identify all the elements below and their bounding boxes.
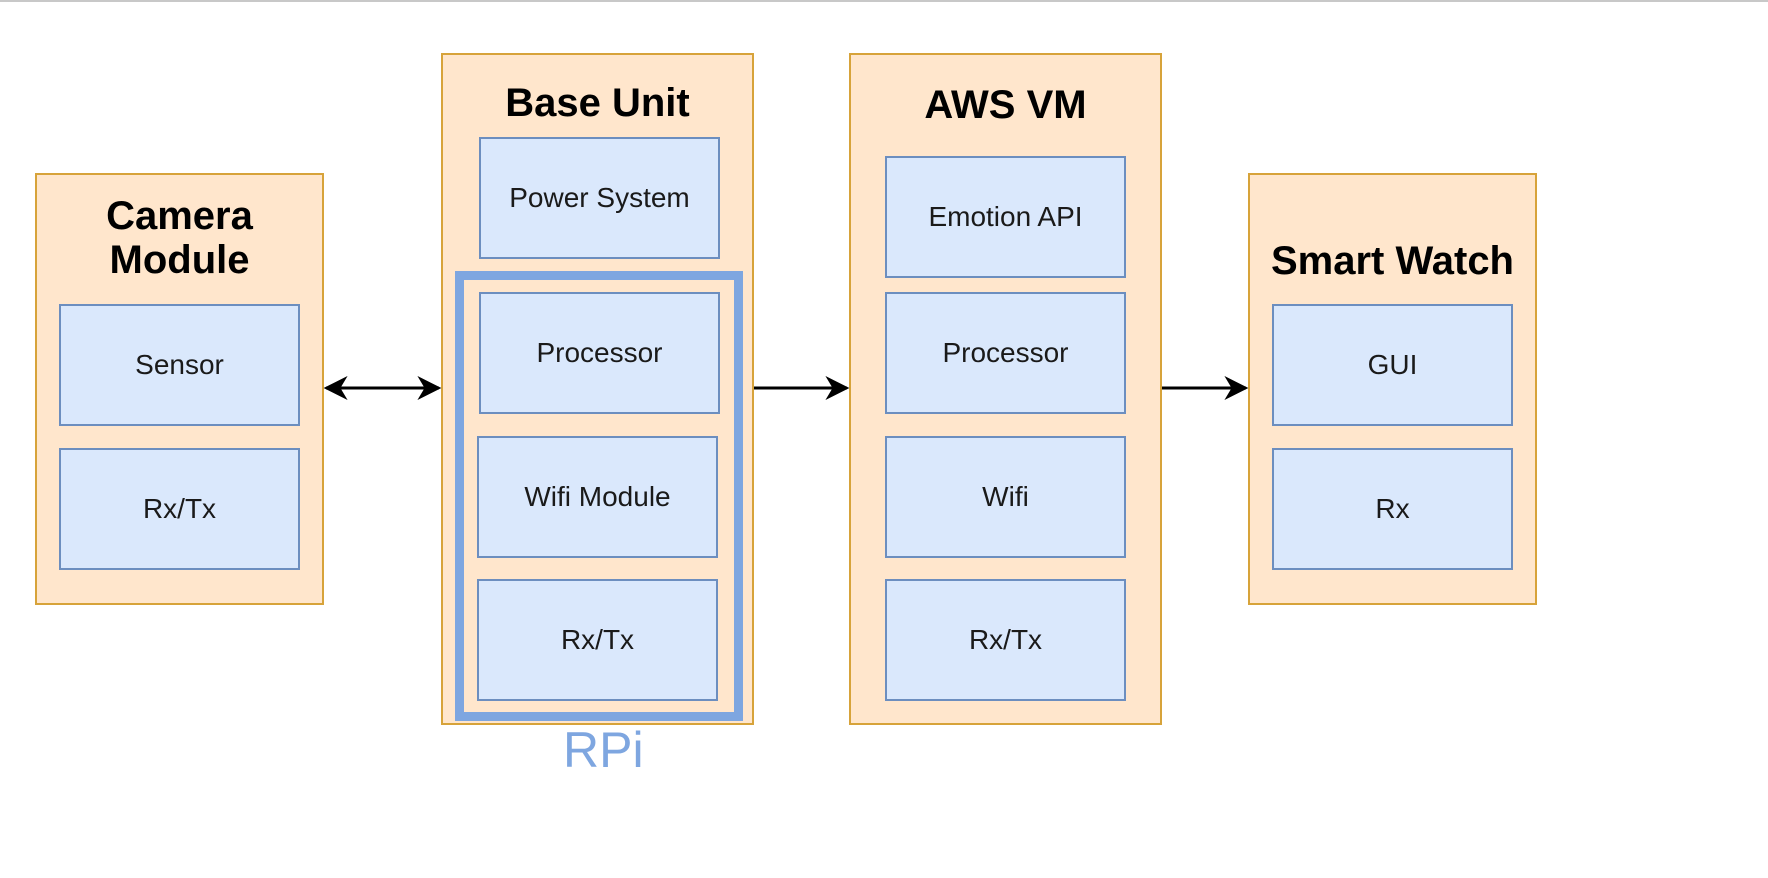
aws-wifi-box: Wifi — [885, 436, 1126, 558]
rpi-wifi-module-box: Wifi Module — [477, 436, 718, 558]
rpi-rxtx-box: Rx/Tx — [477, 579, 718, 701]
rpi-frame — [455, 271, 743, 721]
top-border-line — [0, 0, 1768, 2]
camera-module-title-line1: Camera — [106, 194, 253, 238]
rpi-label: RPi — [563, 722, 644, 778]
camera-module-title-line2: Module — [109, 238, 250, 282]
watch-rx-box: Rx — [1272, 448, 1513, 570]
aws-processor-box: Processor — [885, 292, 1126, 414]
power-system-box: Power System — [479, 137, 720, 259]
smart-watch-title: Smart Watch — [1270, 239, 1514, 283]
camera-rxtx-box: Rx/Tx — [59, 448, 300, 570]
camera-sensor-box: Sensor — [59, 304, 300, 426]
rpi-processor-box: Processor — [479, 292, 720, 414]
aws-vm-title: AWS VM — [924, 83, 1087, 127]
base-unit-title: Base Unit — [505, 81, 690, 125]
aws-rxtx-box: Rx/Tx — [885, 579, 1126, 701]
emotion-api-box: Emotion API — [885, 156, 1126, 278]
watch-gui-box: GUI — [1272, 304, 1513, 426]
